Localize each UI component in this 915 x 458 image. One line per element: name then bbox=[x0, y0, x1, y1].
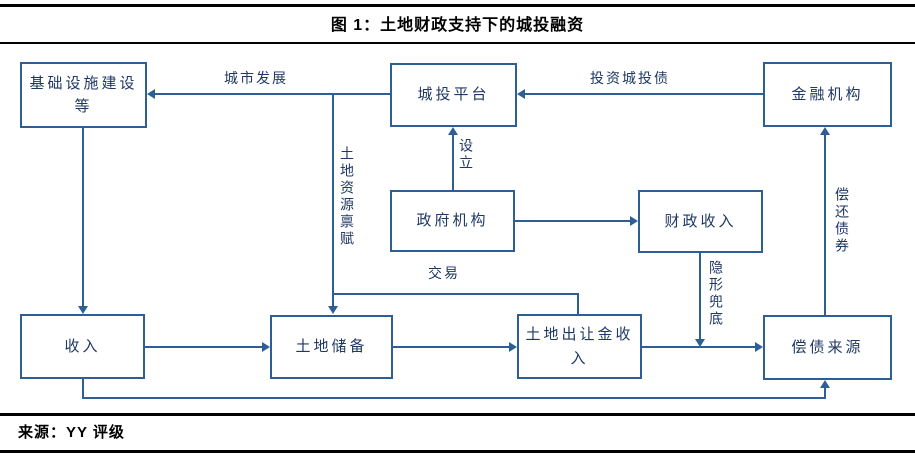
edge-income-feedback-rise bbox=[824, 388, 826, 399]
edge-label-land-resource-endowment: 土地资源禀赋 bbox=[338, 146, 354, 248]
source-note: 来源：YY 评级 bbox=[18, 424, 125, 441]
arrowhead-into-grant-income-icon bbox=[509, 342, 517, 352]
edge-income-feedback-horizontal bbox=[82, 397, 826, 399]
edge-government-to-fiscal bbox=[515, 220, 632, 222]
edge-label-urban-development: 城市发展 bbox=[224, 71, 288, 87]
node-financial-institutions: 金融机构 bbox=[763, 62, 892, 127]
edge-platform-to-infrastructure bbox=[153, 93, 390, 95]
edge-income-feedback-drop bbox=[82, 379, 84, 399]
edge-implicit-guarantee-vertical bbox=[699, 253, 701, 340]
edge-label-invest-lgfv-bonds: 投资城投债 bbox=[590, 71, 670, 87]
edge-land-reserve-to-grant-income bbox=[393, 346, 510, 348]
edge-transaction-drop bbox=[577, 293, 579, 316]
edge-label-establish: 设立 bbox=[457, 138, 473, 172]
arrowhead-into-land-reserve-left-icon bbox=[262, 342, 270, 352]
node-government-agencies: 政府机构 bbox=[390, 190, 515, 252]
source-top-rule bbox=[0, 413, 915, 416]
arrowhead-into-land-reserve-icon bbox=[328, 306, 338, 314]
node-debt-repayment-source: 偿债来源 bbox=[763, 315, 892, 380]
arrowhead-into-income-icon bbox=[78, 306, 88, 314]
edge-label-transaction: 交易 bbox=[428, 266, 460, 282]
arrowhead-into-repayment-bottom-icon bbox=[820, 380, 830, 388]
figure-title: 图 1：土地财政支持下的城投融资 bbox=[330, 17, 585, 34]
edge-infrastructure-to-income bbox=[82, 128, 84, 307]
edge-government-to-platform bbox=[452, 133, 454, 190]
arrowhead-into-fiscal-icon bbox=[630, 216, 638, 226]
arrowhead-into-repayment-icon bbox=[755, 342, 763, 352]
arrowhead-into-platform-bottom-icon bbox=[448, 127, 458, 135]
node-income: 收入 bbox=[20, 314, 145, 379]
edge-income-to-land-reserve bbox=[145, 346, 263, 348]
edge-repayment-to-financial bbox=[824, 133, 826, 315]
edge-label-implicit-guarantee: 隐形兜底 bbox=[707, 260, 723, 328]
arrowhead-into-financial-icon bbox=[820, 127, 830, 135]
edge-land-endowment-vertical bbox=[332, 94, 334, 308]
node-infrastructure: 基础设施建设等 bbox=[20, 62, 147, 128]
node-fiscal-revenue: 财政收入 bbox=[638, 190, 763, 253]
node-lgfv-platform: 城投平台 bbox=[390, 63, 517, 127]
arrowhead-into-infrastructure-icon bbox=[147, 89, 155, 99]
edge-grant-income-to-repayment bbox=[642, 346, 756, 348]
title-bottom-rule bbox=[0, 42, 915, 44]
node-land-grant-income: 土地出让金收入 bbox=[517, 314, 642, 379]
edge-label-repay-bonds: 偿还债券 bbox=[833, 187, 849, 255]
arrowhead-into-platform-icon bbox=[517, 89, 525, 99]
bottom-rule bbox=[0, 450, 915, 453]
node-land-reserve: 土地储备 bbox=[270, 315, 393, 379]
edge-transaction-horizontal bbox=[332, 293, 579, 295]
arrowhead-implicit-guarantee-icon bbox=[695, 339, 705, 347]
top-rule bbox=[0, 4, 915, 7]
edge-financial-to-platform bbox=[525, 93, 763, 95]
